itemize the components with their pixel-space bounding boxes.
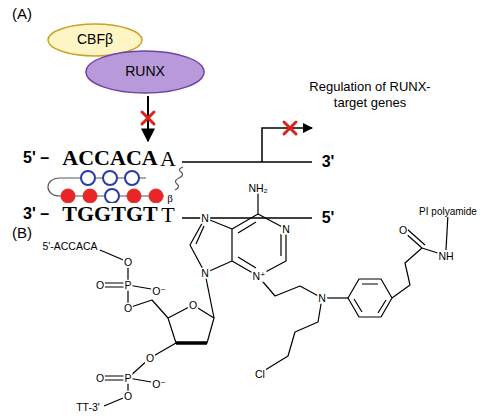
atom-label: O xyxy=(188,300,198,311)
atom-label: NH₂ xyxy=(247,183,268,194)
atom-label: O xyxy=(95,373,105,384)
sequence-text: TGGTGT xyxy=(61,203,158,225)
atom-label: Cl xyxy=(254,369,266,380)
caption-text: Regulation of RUNX-target genes xyxy=(299,79,441,112)
panel-letter: (B) xyxy=(11,225,33,240)
atom-label: P xyxy=(123,373,132,384)
block-mark xyxy=(284,122,296,134)
atom-label: O⁻ xyxy=(151,286,167,297)
sequence-text: A xyxy=(159,148,177,170)
polyamide-hairpin xyxy=(48,167,183,203)
beta-alanine: β xyxy=(166,193,174,204)
sequence-text: ACCACA xyxy=(61,147,158,169)
sequence-text: T xyxy=(160,204,175,226)
strand-end: 5' xyxy=(321,210,336,226)
atom-label: O xyxy=(95,280,105,291)
atom-label: NH xyxy=(437,251,454,262)
atom-label: O xyxy=(123,303,133,314)
strand-end: 5' – xyxy=(22,150,50,166)
atom-label: O xyxy=(123,257,133,268)
polyamide-label: PI polyamide xyxy=(418,207,478,217)
panel-letter: (A) xyxy=(11,6,33,21)
strand-label: TT-3' xyxy=(75,402,101,413)
atom-label: N⁺ xyxy=(251,271,266,282)
strand-end: 3' xyxy=(321,154,336,170)
atom-label: N xyxy=(281,224,291,235)
atom-label: O xyxy=(398,225,408,236)
dna-strand xyxy=(182,161,312,163)
atom-label: O xyxy=(145,353,155,364)
protein-ellipse: RUNX xyxy=(85,50,205,94)
atom-label: P xyxy=(123,280,132,291)
protein-name: RUNX xyxy=(125,64,165,79)
strand-end: 3' – xyxy=(22,206,50,222)
strand-label: 5'-ACCACA xyxy=(41,241,98,252)
atom-label: N xyxy=(317,293,327,304)
protein-name: CBFβ xyxy=(77,32,113,47)
atom-label: N xyxy=(200,268,210,279)
atom-label: N xyxy=(200,213,210,224)
atom-label: O xyxy=(123,391,133,402)
atom-label: O⁻ xyxy=(151,379,167,390)
block-mark xyxy=(142,112,154,124)
